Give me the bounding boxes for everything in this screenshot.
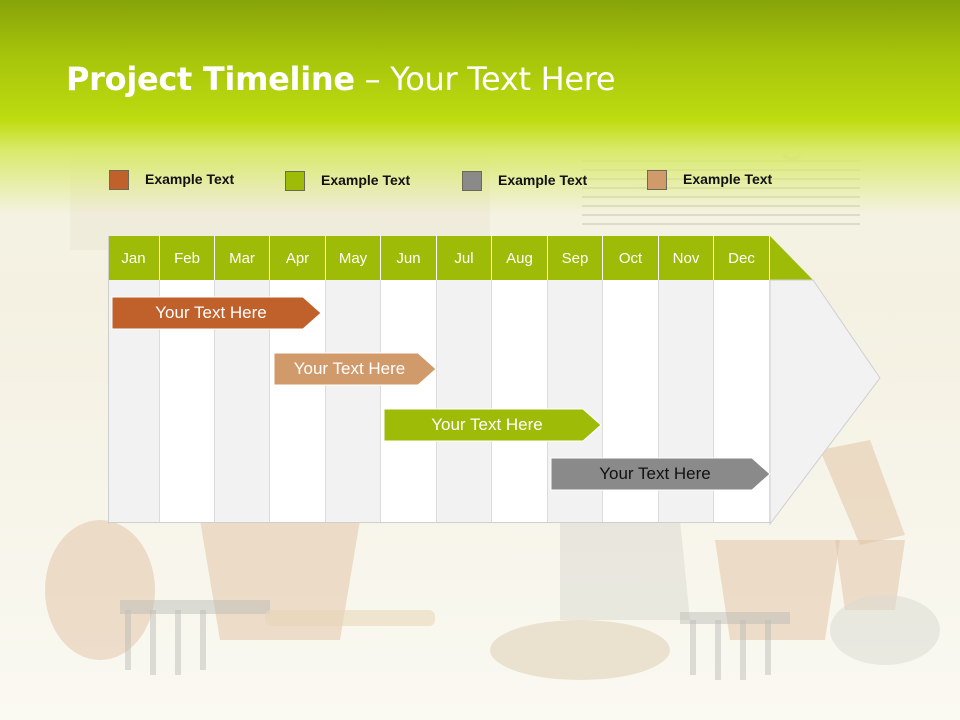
task-bar[interactable]: Your Text Here: [111, 296, 322, 330]
page-title: Project Timeline – Your Text Here: [66, 60, 616, 98]
month-column: [437, 280, 492, 522]
month-column: [326, 280, 381, 522]
task-label: Your Text Here: [431, 415, 543, 434]
month-header: Aug: [492, 236, 548, 280]
task-label: Your Text Here: [155, 303, 267, 322]
month-header: May: [326, 236, 381, 280]
month-header: Feb: [160, 236, 215, 280]
legend-swatch: [109, 170, 129, 190]
legend-label: Example Text: [683, 171, 773, 187]
month-header: Dec: [714, 236, 770, 280]
month-header: Oct: [603, 236, 659, 280]
title-rest: – Your Text Here: [354, 60, 616, 98]
task-bar[interactable]: Your Text Here: [273, 352, 437, 386]
legend-label: Example Text: [498, 172, 588, 188]
month-column: [492, 280, 548, 522]
title-bold: Project Timeline: [66, 60, 355, 98]
month-header: Sep: [548, 236, 603, 280]
month-header: Jul: [437, 236, 492, 280]
month-header: Mar: [215, 236, 270, 280]
month-column: [381, 280, 437, 522]
legend-label: Example Text: [145, 171, 235, 187]
task-arrow-shape: [550, 457, 771, 491]
legend-swatch: [285, 171, 305, 191]
month-header: Apr: [270, 236, 326, 280]
task-bar[interactable]: Your Text Here: [550, 457, 771, 491]
month-header: Jun: [381, 236, 437, 280]
timeline-left-border: [108, 236, 109, 524]
task-arrow-shape: [273, 352, 437, 386]
task-arrow-shape: [383, 408, 602, 442]
month-header: Nov: [659, 236, 714, 280]
legend-label: Example Text: [321, 172, 411, 188]
task-label: Your Text Here: [599, 464, 711, 483]
timeline-arrow-shape: [769, 236, 881, 526]
legend-swatch: [462, 171, 482, 191]
task-arrow-shape: [111, 296, 322, 330]
task-label: Your Text Here: [293, 359, 406, 378]
timeline-bottom-border: [108, 522, 770, 523]
legend-swatch: [647, 170, 667, 190]
task-bar[interactable]: Your Text Here: [383, 408, 602, 442]
month-header: Jan: [108, 236, 160, 280]
